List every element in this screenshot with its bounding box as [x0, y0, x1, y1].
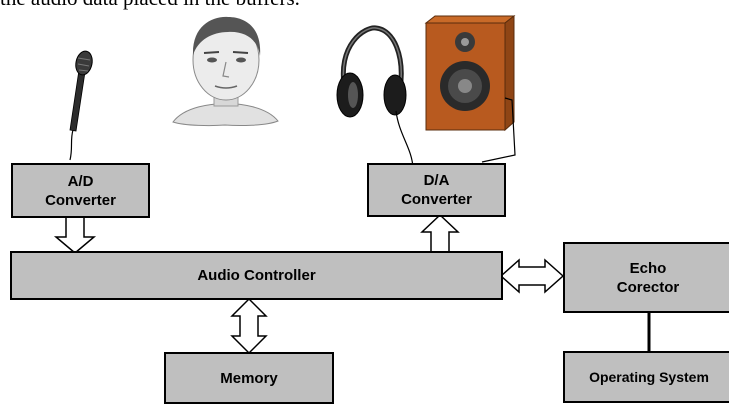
operating-system-label: Operating System: [589, 368, 709, 385]
speaker-icon: [424, 14, 516, 163]
microphone-icon: [69, 50, 93, 161]
da-converter-block: D/A Converter: [367, 163, 506, 217]
da-converter-label-line1: D/A: [423, 172, 450, 189]
audio-controller-block: Audio Controller: [10, 251, 503, 300]
ad-converter-label-line1: A/D: [67, 172, 94, 190]
ad-converter-block: A/D Converter: [11, 163, 150, 218]
ad-converter-label-line2: Converter: [45, 191, 116, 209]
da-converter-label-line2: Converter: [401, 191, 472, 208]
headphones-icon: [336, 25, 414, 169]
echo-corrector-label-line1: Echo: [629, 259, 667, 277]
ad-to-controller-arrow: [53, 215, 97, 254]
memory-label: Memory: [220, 369, 278, 387]
controller-echo-arrow: [499, 258, 565, 294]
echo-corrector-block: Echo Corector: [563, 242, 729, 313]
operating-system-block: Operating System: [563, 351, 729, 403]
echo-corrector-label-line2: Corector: [616, 278, 680, 296]
memory-block: Memory: [164, 352, 334, 404]
audio-controller-label: Audio Controller: [197, 267, 316, 284]
controller-memory-arrow: [230, 297, 268, 355]
human-face-icon: [172, 16, 279, 127]
controller-to-da-arrow: [420, 213, 460, 253]
caption-fragment: the audio data placed in the buffers.: [0, 0, 300, 11]
